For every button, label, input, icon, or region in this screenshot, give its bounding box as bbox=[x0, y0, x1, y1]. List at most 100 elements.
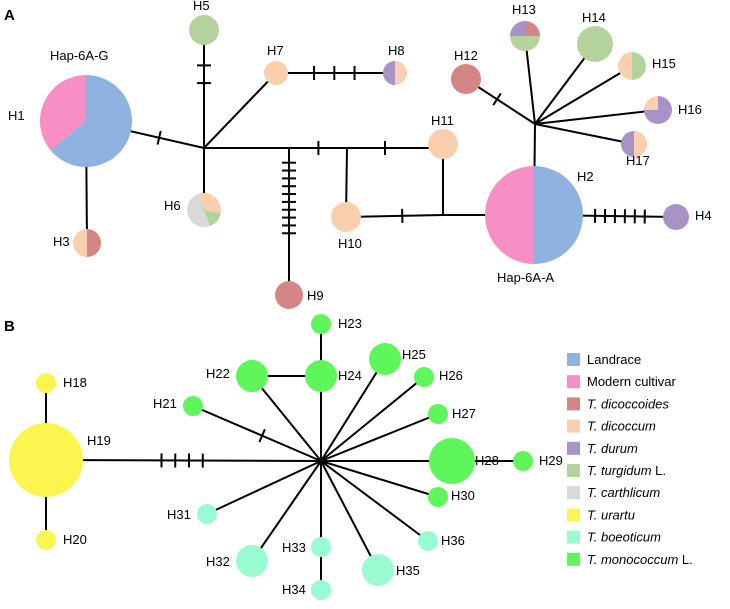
haplotype-label-h33: H33 bbox=[282, 540, 306, 555]
haplotype-node-h35 bbox=[362, 554, 394, 586]
pie-slice-h21-0 bbox=[183, 396, 203, 416]
haplotype-label-h18: H18 bbox=[63, 375, 87, 390]
haplotype-node-h15 bbox=[618, 52, 646, 80]
legend-label-5: T. turgidum L. bbox=[587, 463, 666, 478]
haplotype-node-h33 bbox=[311, 537, 331, 557]
haplotype-label-h10: H10 bbox=[338, 236, 362, 251]
pie-slice-h20-0 bbox=[36, 530, 56, 550]
legend-swatch-3 bbox=[567, 420, 580, 433]
haplotype-label-h8: H8 bbox=[388, 43, 405, 58]
legend-item-2: T. dicoccoides bbox=[567, 396, 669, 411]
pie-slice-h23-0 bbox=[311, 314, 331, 334]
legend-item-4: T. durum bbox=[567, 441, 638, 456]
pie-slice-h16-1 bbox=[644, 96, 658, 110]
haplotype-node-h29 bbox=[513, 451, 533, 471]
pie-slice-h33-0 bbox=[311, 537, 331, 557]
panel-label-b: B bbox=[4, 318, 15, 335]
pie-slice-h26-0 bbox=[414, 367, 434, 387]
haplotype-node-h25 bbox=[369, 343, 401, 375]
legend-swatch-1 bbox=[567, 375, 580, 388]
haplotype-label-h31: H31 bbox=[167, 507, 191, 522]
edge-hub-h30 bbox=[321, 461, 438, 497]
legend-label-9: T. monococcum L. bbox=[587, 552, 693, 567]
haplotype-node-h20 bbox=[36, 530, 56, 550]
haplotype-node-h28 bbox=[429, 438, 475, 484]
legend-label-6: T. carthlicum bbox=[587, 485, 660, 500]
haplotype-label-h20: H20 bbox=[63, 532, 87, 547]
legend-item-1: Modern cultivar bbox=[567, 374, 677, 389]
edge-hub-h26 bbox=[321, 377, 424, 461]
haplotype-node-h30 bbox=[428, 487, 448, 507]
haplotype-node-h21 bbox=[183, 396, 203, 416]
legend-label-1: Modern cultivar bbox=[587, 374, 677, 389]
haplotype-label-h22: H22 bbox=[206, 366, 230, 381]
haplotype-node-h3 bbox=[73, 229, 101, 257]
pie-slice-h11-0 bbox=[428, 129, 458, 159]
pie-slice-h15-1 bbox=[618, 52, 632, 80]
legend-swatch-4 bbox=[567, 442, 580, 455]
pie-slice-h35-0 bbox=[362, 554, 394, 586]
haplotype-node-h7 bbox=[264, 61, 288, 85]
haplotype-label-h9: H9 bbox=[307, 288, 324, 303]
haplotype-label-h16: H16 bbox=[678, 102, 702, 117]
haplotype-label-h36: H36 bbox=[441, 533, 465, 548]
haplotype-label-h4: H4 bbox=[695, 208, 712, 223]
pie-slice-h7-0 bbox=[264, 61, 288, 85]
haplotype-label-h26: H26 bbox=[439, 368, 463, 383]
pie-slice-h8-1 bbox=[383, 61, 395, 85]
legend-item-6: T. carthlicum bbox=[567, 485, 660, 500]
pie-slice-h34-0 bbox=[311, 580, 331, 600]
pie-slice-h2-0 bbox=[534, 166, 583, 264]
haplotype-label-h14: H14 bbox=[582, 10, 606, 25]
pie-slice-h18-0 bbox=[36, 373, 56, 393]
haplotype-node-h5 bbox=[189, 15, 219, 45]
haplotype-node-h2 bbox=[485, 166, 583, 264]
haplotype-node-h4 bbox=[663, 204, 689, 230]
haplotype-node-h19 bbox=[9, 423, 83, 497]
legend-swatch-6 bbox=[567, 486, 580, 499]
annotation-hap-6a-g: Hap-6A-G bbox=[50, 48, 109, 63]
haplotype-node-h14 bbox=[577, 26, 613, 62]
legend-item-7: T. urartu bbox=[567, 507, 635, 522]
pie-slice-h3-0 bbox=[87, 229, 101, 257]
pie-slice-h29-0 bbox=[513, 451, 533, 471]
haplotype-node-h10 bbox=[331, 202, 361, 232]
haplotype-node-h12 bbox=[451, 64, 481, 94]
haplotype-node-h27 bbox=[428, 404, 448, 424]
legend-swatch-8 bbox=[567, 531, 580, 544]
pie-slice-h25-0 bbox=[369, 343, 401, 375]
pie-slice-h10-0 bbox=[331, 202, 361, 232]
legend-label-2: T. dicoccoides bbox=[587, 396, 669, 411]
edge-e-h17 bbox=[535, 124, 634, 144]
edge-hub-h21 bbox=[193, 406, 321, 461]
haplotype-label-h24: H24 bbox=[338, 368, 362, 383]
legend-item-0: Landrace bbox=[567, 352, 641, 367]
haplotype-node-h18 bbox=[36, 373, 56, 393]
legend-label-4: T. durum bbox=[587, 441, 638, 456]
edge-hub-h35 bbox=[321, 461, 378, 570]
pie-slice-h30-0 bbox=[428, 487, 448, 507]
haplotype-label-h3: H3 bbox=[53, 234, 70, 249]
haplotype-node-h23 bbox=[311, 314, 331, 334]
haplotype-label-h6: H6 bbox=[164, 198, 181, 213]
haplotype-node-h26 bbox=[414, 367, 434, 387]
haplotype-label-h28: H28 bbox=[475, 453, 499, 468]
haplotype-node-h22 bbox=[236, 360, 268, 392]
edge-hub-h22 bbox=[252, 376, 321, 461]
haplotype-node-h9 bbox=[275, 281, 303, 309]
pie-slice-h9-0 bbox=[275, 281, 303, 309]
haplotype-label-h21: H21 bbox=[153, 396, 177, 411]
pie-slice-h36-0 bbox=[418, 531, 438, 551]
haplotype-node-h31 bbox=[197, 504, 217, 524]
pie-slice-h22-0 bbox=[236, 360, 268, 392]
edge-hub-h36 bbox=[321, 461, 428, 541]
pie-slice-h13-0 bbox=[525, 21, 540, 36]
pie-slice-h31-0 bbox=[197, 504, 217, 524]
haplotype-node-h13 bbox=[510, 21, 540, 51]
pie-slice-h28-0 bbox=[429, 438, 475, 484]
pie-slice-h8-0 bbox=[395, 61, 407, 85]
haplotype-node-h16 bbox=[644, 96, 672, 124]
haplotype-label-h15: H15 bbox=[652, 56, 676, 71]
